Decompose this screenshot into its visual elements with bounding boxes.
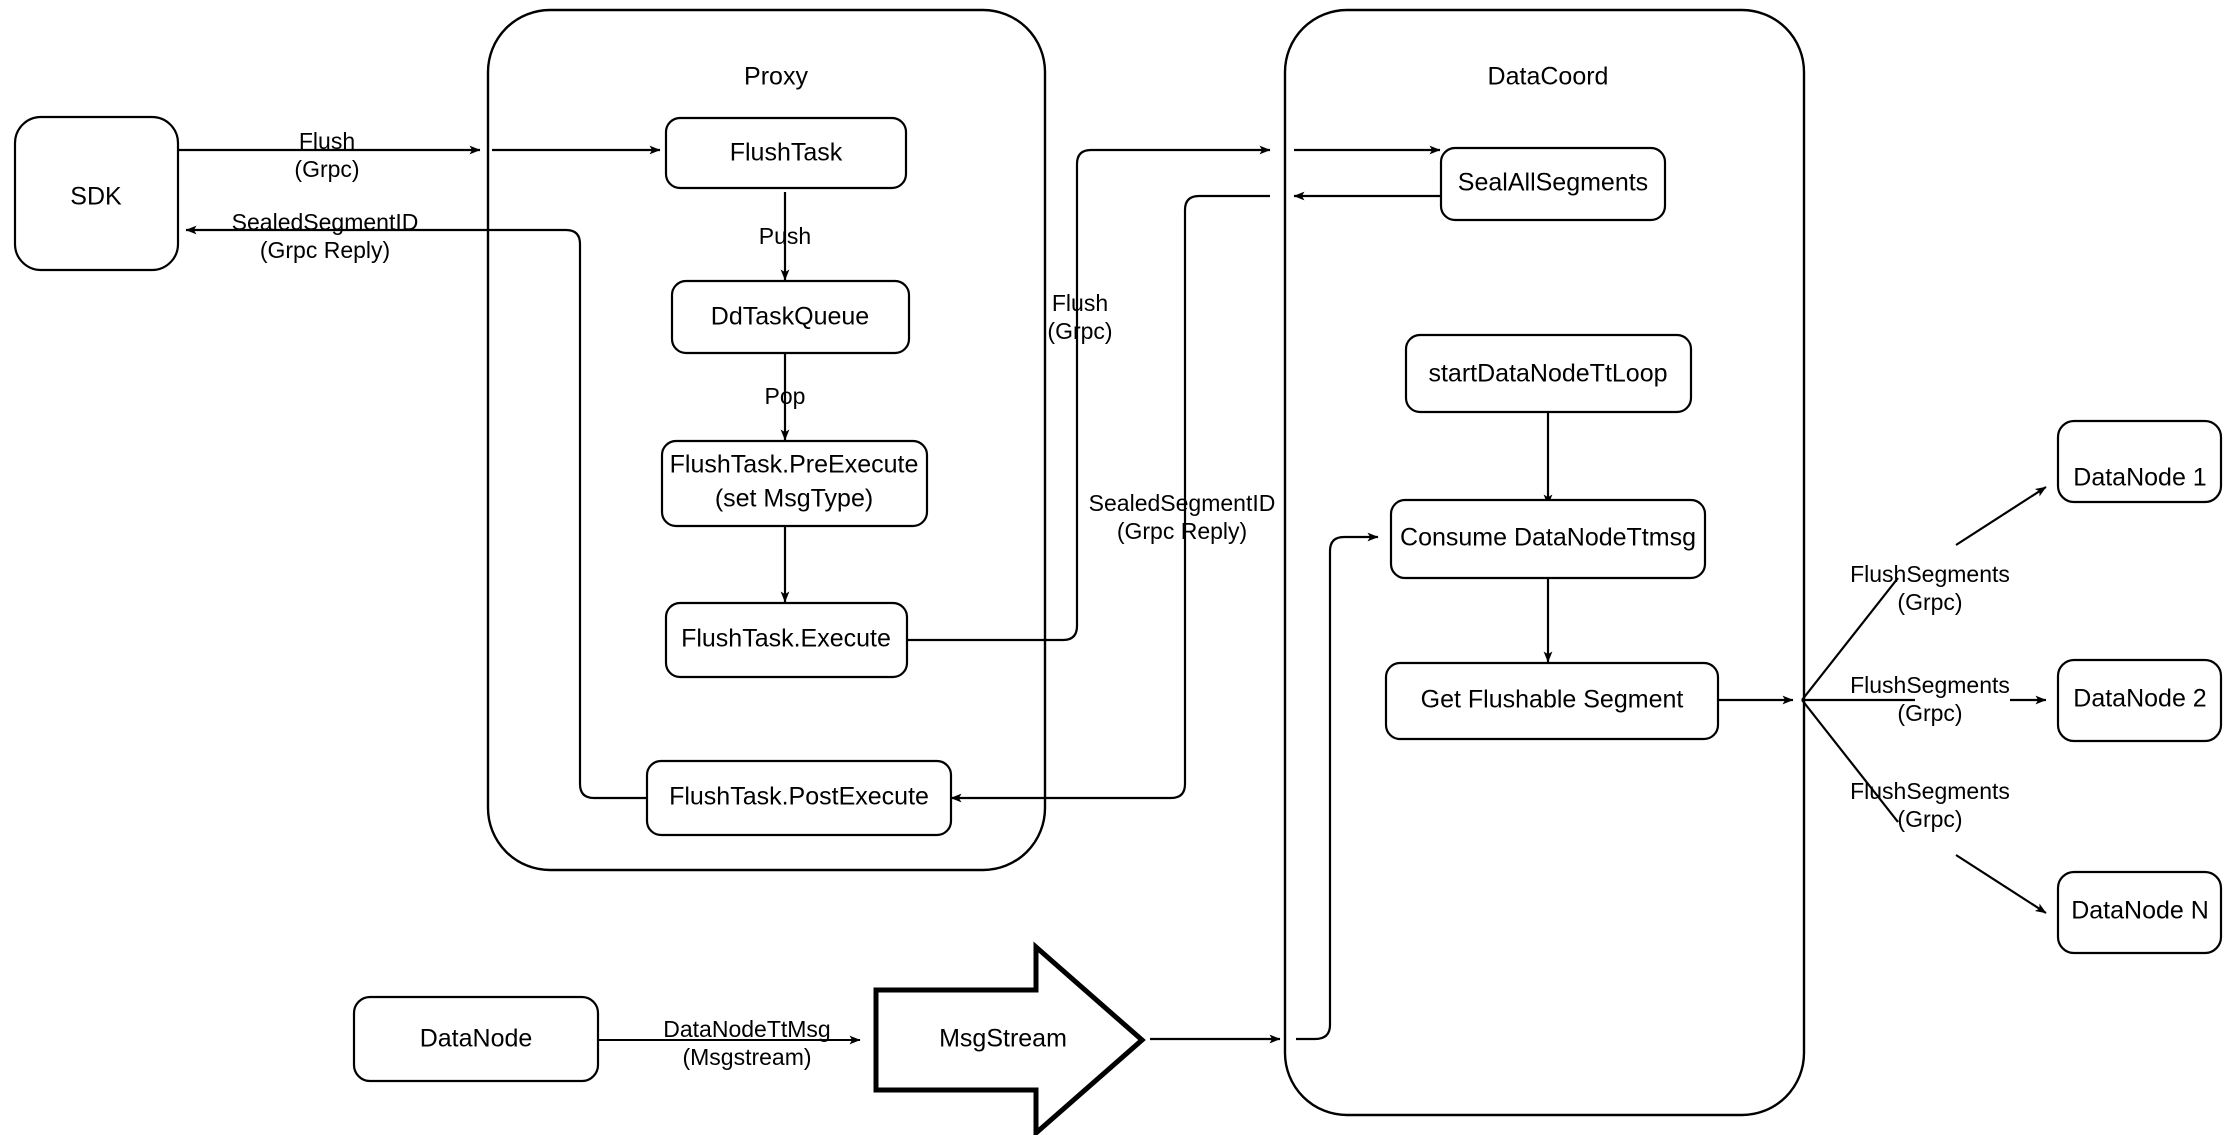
edge-datacoord-to-postexecute: [950, 194, 1270, 803]
edge-label-push: Push: [759, 223, 811, 249]
node-sdk-label: SDK: [70, 183, 122, 211]
node-startdatanodettloop[interactable]: startDataNodeTtLoop: [1404, 333, 1693, 414]
node-ddtaskqueue[interactable]: DdTaskQueue: [670, 279, 911, 355]
edge-label-sealedsegmentid-sdk-line2: (Grpc Reply): [260, 237, 390, 263]
node-flushtask-preexecute-box[interactable]: [660, 439, 929, 528]
node-get-flushable-segment-label: Get Flushable Segment: [1421, 686, 1684, 714]
node-sealallsegments[interactable]: SealAllSegments: [1439, 146, 1667, 222]
node-flushtask-postexecute-box[interactable]: [645, 759, 953, 837]
node-flushtask-postexecute-label: FlushTask.PostExecute: [669, 783, 929, 811]
node-flushtask-execute[interactable]: FlushTask.Execute: [664, 601, 909, 679]
edge-fanout-stub-lower: [1801, 699, 1899, 823]
edge-fanout-stub-upper: [1801, 577, 1899, 701]
edge-label-flushsegments-n-line1: FlushSegments: [1850, 778, 2010, 804]
node-consume-datanodettmsg-label: Consume DataNodeTtmsg: [1400, 524, 1696, 552]
proxy-container-label: Proxy: [744, 63, 808, 91]
datacoord-container-label: DataCoord: [1488, 63, 1609, 91]
edge-label-flush-grpc-line2: (Grpc): [294, 156, 359, 182]
edge-label-sealedsegmentid-coord-line2: (Grpc Reply): [1117, 518, 1247, 544]
edge-label-flush-grpc-line1: Flush: [299, 128, 355, 154]
edge-to-datanoden: [1955, 854, 2047, 914]
node-datanode-2[interactable]: DataNode 2: [2056, 658, 2223, 743]
node-consume-datanodettmsg-box[interactable]: [1389, 498, 1707, 580]
edge-label-flush-coord-line2: (Grpc): [1047, 318, 1112, 344]
node-sdk[interactable]: SDK: [13, 115, 180, 272]
edge-label-flushsegments-2-line1: FlushSegments: [1850, 672, 2010, 698]
edge-label-flushsegments-1-line2: (Grpc): [1897, 589, 1962, 615]
node-flushtask-box[interactable]: [664, 116, 908, 190]
edge-label-flushsegments-1-line1: FlushSegments: [1850, 561, 2010, 587]
edge-label-sealedsegmentid-sdk-line1: SealedSegmentID: [232, 209, 419, 235]
node-flushtask[interactable]: FlushTask: [664, 116, 908, 190]
node-msgstream-arrow-shape[interactable]: [873, 941, 1146, 1135]
node-ddtaskqueue-box[interactable]: [670, 279, 911, 355]
node-datanode-2-label: DataNode 2: [2073, 685, 2206, 713]
edge-label-pop: Pop: [765, 383, 806, 409]
edge-to-datanode1: [1955, 486, 2047, 546]
node-get-flushable-segment-box[interactable]: [1384, 661, 1720, 741]
node-consume-datanodettmsg[interactable]: Consume DataNodeTtmsg: [1389, 498, 1707, 580]
node-sdk-box[interactable]: [13, 115, 180, 272]
edge-execute-to-datacoord: [907, 145, 1271, 642]
node-flushtask-postexecute[interactable]: FlushTask.PostExecute: [645, 759, 953, 837]
node-datanode-n-label: DataNode N: [2071, 897, 2209, 925]
edge-label-flushsegments-n-line2: (Grpc): [1897, 806, 1962, 832]
edge-label-datanodettmsg-line2: (Msgstream): [682, 1044, 811, 1070]
node-msgstream[interactable]: MsgStream: [873, 941, 1146, 1135]
node-datanode-bottom[interactable]: DataNode: [352, 995, 600, 1083]
edge-label-flush-coord-line1: Flush: [1052, 290, 1108, 316]
node-flushtask-execute-label: FlushTask.Execute: [681, 625, 891, 653]
node-datanode-bottom-box[interactable]: [352, 995, 600, 1083]
node-datanode-1-box[interactable]: [2056, 419, 2223, 504]
node-datanode-n-box[interactable]: [2056, 870, 2223, 955]
node-ddtaskqueue-label: DdTaskQueue: [711, 303, 869, 331]
node-msgstream-label: MsgStream: [939, 1025, 1067, 1053]
edge-label-sealedsegmentid-coord-line1: SealedSegmentID: [1089, 490, 1276, 516]
node-flushtask-preexecute-label-line2: (set MsgType): [715, 485, 873, 513]
node-flushtask-preexecute[interactable]: FlushTask.PreExecute (set MsgType): [660, 439, 929, 528]
node-startdatanodettloop-label: startDataNodeTtLoop: [1428, 360, 1667, 388]
node-datanode-2-box[interactable]: [2056, 658, 2223, 743]
edge-postexecute-to-sdk: [185, 225, 646, 800]
node-flushtask-label: FlushTask: [730, 139, 843, 167]
node-sealallsegments-label: SealAllSegments: [1458, 169, 1648, 197]
edge-datacoord-bottom-to-consume: [1296, 532, 1379, 1041]
node-startdatanodettloop-box[interactable]: [1404, 333, 1693, 414]
node-datanode-1[interactable]: DataNode 1: [2056, 419, 2223, 504]
node-datanode-1-label: DataNode 1: [2073, 464, 2206, 492]
node-flushtask-preexecute-label-line1: FlushTask.PreExecute: [670, 451, 919, 479]
node-get-flushable-segment[interactable]: Get Flushable Segment: [1384, 661, 1720, 741]
node-flushtask-execute-box[interactable]: [664, 601, 909, 679]
node-datanode-n[interactable]: DataNode N: [2056, 870, 2223, 955]
edge-label-flushsegments-2-line2: (Grpc): [1897, 700, 1962, 726]
node-sealallsegments-box[interactable]: [1439, 146, 1667, 222]
node-datanode-bottom-label: DataNode: [420, 1025, 533, 1053]
edge-label-datanodettmsg-line1: DataNodeTtMsg: [663, 1016, 830, 1042]
